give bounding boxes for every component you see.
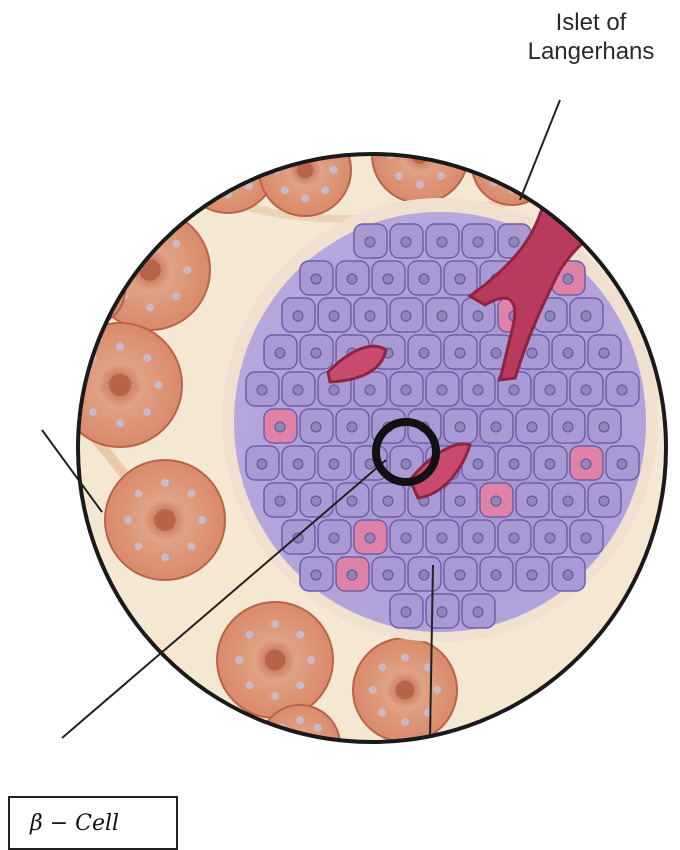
cell-nucleus — [563, 422, 573, 432]
acinus — [58, 323, 182, 447]
acinus — [260, 705, 340, 785]
cell-nucleus — [311, 570, 321, 580]
cell-nucleus — [401, 385, 411, 395]
acinus — [472, 125, 552, 205]
cell-nucleus — [509, 459, 519, 469]
cell-nucleus — [491, 422, 501, 432]
cell-nucleus — [293, 385, 303, 395]
cell-nucleus — [491, 570, 501, 580]
cell-nucleus — [437, 607, 447, 617]
cell-nucleus — [473, 607, 483, 617]
cell-nucleus — [473, 459, 483, 469]
cell-nucleus — [383, 274, 393, 284]
cell-nucleus — [473, 311, 483, 321]
cell-nucleus — [527, 496, 537, 506]
cell-nucleus — [545, 533, 555, 543]
acinus — [90, 210, 210, 330]
acinus — [93, 123, 197, 227]
cell-nucleus — [311, 274, 321, 284]
cell-nucleus — [473, 385, 483, 395]
cell-nucleus — [383, 496, 393, 506]
cell-nucleus — [599, 496, 609, 506]
cell-nucleus — [401, 311, 411, 321]
cell-nucleus — [419, 570, 429, 580]
acinus — [353, 638, 457, 742]
cell-nucleus — [509, 237, 519, 247]
cell-nucleus — [401, 459, 411, 469]
cell-nucleus — [275, 348, 285, 358]
cell-nucleus — [563, 496, 573, 506]
cell-nucleus — [437, 311, 447, 321]
acinus — [180, 117, 276, 213]
cell-nucleus — [617, 459, 627, 469]
cell-nucleus — [347, 422, 357, 432]
cell-nucleus — [257, 385, 267, 395]
cell-nucleus — [365, 237, 375, 247]
cell-nucleus — [311, 496, 321, 506]
cell-nucleus — [275, 422, 285, 432]
cell-nucleus — [329, 311, 339, 321]
cell-nucleus — [437, 533, 447, 543]
cell-nucleus — [365, 385, 375, 395]
cell-nucleus — [527, 570, 537, 580]
cell-nucleus — [599, 348, 609, 358]
cell-nucleus — [563, 570, 573, 580]
acinus — [55, 255, 125, 325]
cell-nucleus — [401, 237, 411, 247]
cell-nucleus — [383, 570, 393, 580]
cell-nucleus — [365, 311, 375, 321]
cell-nucleus — [491, 348, 501, 358]
cell-nucleus — [527, 422, 537, 432]
cell-nucleus — [293, 311, 303, 321]
acinus — [217, 602, 333, 718]
cell-nucleus — [455, 422, 465, 432]
cell-nucleus — [437, 237, 447, 247]
cell-nucleus — [581, 311, 591, 321]
cell-nucleus — [563, 348, 573, 358]
cell-nucleus — [545, 385, 555, 395]
cell-nucleus — [455, 348, 465, 358]
tissue-section — [55, 107, 680, 785]
cell-nucleus — [581, 533, 591, 543]
cell-nucleus — [293, 459, 303, 469]
cell-nucleus — [257, 459, 267, 469]
cell-nucleus — [275, 496, 285, 506]
cell-nucleus — [617, 385, 627, 395]
cell-nucleus — [347, 496, 357, 506]
cell-nucleus — [311, 348, 321, 358]
cell-nucleus — [329, 459, 339, 469]
cell-nucleus — [599, 422, 609, 432]
cell-nucleus — [527, 348, 537, 358]
cell-nucleus — [329, 385, 339, 395]
cell-nucleus — [419, 348, 429, 358]
answer-box: β − Cell — [8, 796, 178, 850]
cell-nucleus — [311, 422, 321, 432]
answer-text: β − Cell — [30, 811, 119, 836]
cell-nucleus — [581, 385, 591, 395]
cell-nucleus — [491, 496, 501, 506]
cell-nucleus — [401, 607, 411, 617]
cell-nucleus — [455, 496, 465, 506]
cell-nucleus — [329, 533, 339, 543]
cell-nucleus — [509, 385, 519, 395]
cell-nucleus — [473, 533, 483, 543]
cell-nucleus — [437, 385, 447, 395]
cell-nucleus — [365, 533, 375, 543]
cell-nucleus — [509, 533, 519, 543]
cell-nucleus — [347, 570, 357, 580]
cell-nucleus — [347, 274, 357, 284]
cell-nucleus — [545, 311, 555, 321]
cell-nucleus — [545, 459, 555, 469]
cell-nucleus — [473, 237, 483, 247]
cell-nucleus — [455, 274, 465, 284]
islet-pointer-line — [520, 100, 560, 200]
acinus — [105, 460, 225, 580]
cell-nucleus — [563, 274, 573, 284]
cell-nucleus — [401, 533, 411, 543]
islet-of-langerhans-label: Islet of Langerhans — [506, 8, 676, 66]
cell-nucleus — [419, 274, 429, 284]
cell-nucleus — [581, 459, 591, 469]
cell-nucleus — [455, 570, 465, 580]
